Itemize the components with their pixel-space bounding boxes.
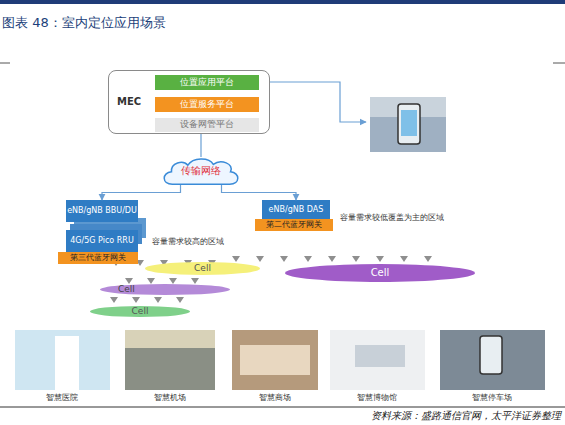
scene-caption: 智慧博物馆 [357, 392, 397, 403]
mec-box: MEC 位置应用平台位置服务平台设备网管平台 [108, 70, 270, 134]
node-text: 位置服务平台 [180, 100, 234, 109]
cell-ellipse: Cell [90, 306, 190, 317]
scene-caption: 智慧医院 [46, 392, 78, 403]
base-station-box: eNB/gNB DAS [262, 200, 330, 220]
node-text: 设备网管平台 [180, 120, 234, 129]
platform-box: 设备网管平台 [155, 118, 259, 132]
connector-line [102, 185, 181, 200]
node-text: eNB/gNB BBU/DU [67, 207, 137, 215]
node-text: MEC [117, 97, 141, 108]
node-text: 传输网络 [181, 166, 221, 177]
node-text: 位置应用平台 [180, 78, 234, 87]
area-label: 容量需求较低覆盖为主的区域 [340, 212, 444, 223]
cloud-shape [164, 159, 238, 184]
cell-ellipse: Cell [285, 264, 475, 282]
node-text: 第二代蓝牙网关 [266, 221, 322, 229]
gateway-box: 第二代蓝牙网关 [255, 219, 333, 231]
area-label: 容量需求较高的区域 [152, 236, 224, 247]
cell-shape [145, 262, 260, 275]
museum-photo [330, 330, 425, 390]
phone-shape [480, 336, 502, 374]
node-text: Cell [118, 285, 135, 294]
corner-dash [0, 63, 10, 64]
connector-line [222, 185, 297, 200]
connector-line [200, 134, 201, 157]
cell-shape [285, 264, 475, 282]
source-caption: 资料来源：盛路通信官网，太平洋证券整理 [371, 409, 561, 423]
phone-shape [398, 104, 420, 144]
platform-box: 位置应用平台 [155, 75, 259, 90]
node-text: Cell [132, 307, 149, 316]
cell-ellipse: Cell [100, 284, 230, 295]
scene-caption: 智慧机场 [154, 392, 186, 403]
node-text: Cell [371, 268, 390, 279]
mall-detail [240, 345, 310, 375]
network-cloud: 传输网络 [160, 157, 242, 185]
scene-caption: 智慧停车场 [472, 392, 512, 403]
phone-screen [401, 110, 417, 136]
cell-ellipse: Cell [145, 262, 260, 275]
node-text: 4G/5G Pico RRU [70, 237, 134, 245]
phone-photo [370, 97, 446, 152]
top-rule [0, 0, 565, 4]
leader-line [270, 82, 366, 122]
scene-caption: 智慧商场 [259, 392, 291, 403]
platform-box: 位置服务平台 [155, 97, 259, 112]
airport-photo [125, 330, 215, 390]
museum-screen [355, 345, 405, 367]
cell-shape [90, 306, 190, 317]
node-text: Cell [194, 264, 211, 273]
cell-shape [100, 284, 230, 295]
corner-dash [553, 63, 565, 64]
airport-ceiling [125, 330, 215, 348]
node-text: eNB/gNB DAS [269, 206, 324, 214]
hospital-photo [15, 330, 110, 390]
gateway-box: 第三代蓝牙网关 [58, 252, 138, 264]
node-text: 第三代蓝牙网关 [70, 254, 126, 262]
base-station-box: eNB/gNB BBU/DU [66, 200, 138, 222]
parking-photo [440, 330, 545, 390]
radio-unit-box: 4G/5G Pico RRU [66, 230, 138, 252]
figure-title: 图表 48：室内定位应用场景 [2, 14, 166, 32]
mall-photo [232, 330, 318, 390]
doctor-figure [55, 336, 79, 390]
footer-rule [0, 407, 565, 408]
